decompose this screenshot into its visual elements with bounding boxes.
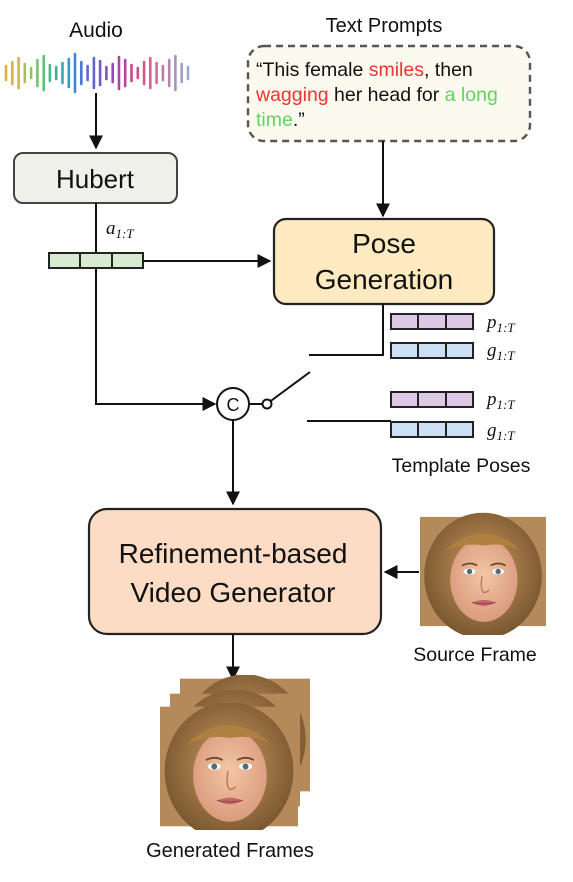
template-g-token (390, 421, 474, 438)
audio-label: Audio (69, 19, 123, 42)
generated-p-token (390, 313, 474, 330)
pose-generation-line1: Pose (352, 228, 416, 259)
text-prompt-box (246, 44, 532, 143)
generated-frames-stack (160, 675, 310, 830)
generated-p-label: p1:T (485, 312, 515, 335)
prompt-word-smiles: smiles (368, 59, 424, 81)
text-prompt: “This female smiles, then wagging her he… (248, 46, 530, 141)
prompt-part2: , then (423, 59, 473, 81)
video-generator-box (87, 507, 383, 636)
source-frame-label: Source Frame (413, 644, 537, 666)
prompt-word-wagging: wagging (256, 84, 329, 106)
template-p-token (390, 391, 474, 408)
prompt-part3: her head for (328, 84, 445, 106)
text-prompts-label: Text Prompts (326, 15, 443, 37)
switch-lever (267, 371, 311, 404)
prompt-part1: This female (262, 59, 369, 81)
pose-generation-line2: Generation (315, 264, 454, 295)
hubert-label: Hubert (56, 164, 135, 194)
prompt-close: .” (292, 109, 305, 131)
template-poses-label: Template Poses (392, 455, 531, 477)
generated-frame-front (160, 703, 298, 830)
video-generator-line1: Refinement-based (119, 538, 348, 569)
generated-g-token (390, 342, 474, 359)
template-p-label: p1:T (485, 389, 515, 412)
prompt-word-long-time: long time (256, 84, 498, 131)
generated-g-label: g1:T (487, 340, 515, 363)
template-g-label: g1:T (487, 420, 515, 443)
pose-output-line (309, 304, 384, 356)
audio-token-bar (48, 252, 144, 269)
concat-symbol: C (227, 395, 240, 415)
audio-waveform-icon (4, 52, 190, 94)
audio-to-concat-arrow (95, 268, 217, 411)
generated-frames-label: Generated Frames (146, 840, 314, 862)
switch-pivot (261, 398, 273, 410)
prompt-word-a: a (444, 84, 456, 106)
video-generator-line2: Video Generator (131, 577, 336, 608)
source-frame-image (420, 511, 546, 635)
audio-feature-label: a1:T (106, 218, 134, 241)
prompt-open-quote: “ (256, 59, 263, 81)
